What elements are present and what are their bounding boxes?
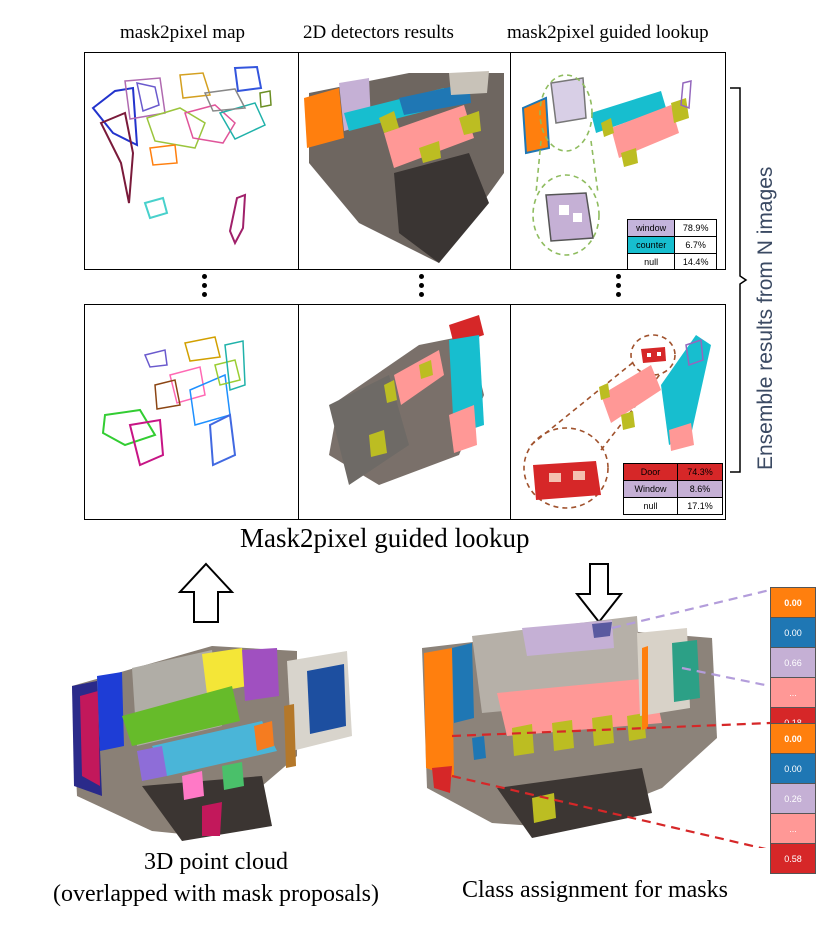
point-cloud-masks xyxy=(72,646,352,841)
table-row: counter 6.7% xyxy=(626,236,717,254)
class-label: Window xyxy=(623,480,678,498)
column-title-lookup: mask2pixel guided lookup xyxy=(507,22,709,43)
class-probability: 17.1% xyxy=(676,497,724,515)
class-label: null xyxy=(626,253,676,269)
score-cell: 0.00 xyxy=(770,723,816,754)
class-label: counter xyxy=(626,236,676,254)
class-probability: 8.6% xyxy=(676,480,724,498)
score-cell: 0.00 xyxy=(770,617,816,648)
mask-map-panel-top xyxy=(84,52,300,270)
class-probability: 74.3% xyxy=(676,463,724,481)
class-probability: 14.4% xyxy=(674,253,717,269)
score-cell: 0.00 xyxy=(770,753,816,784)
ellipsis-dots-lookup xyxy=(616,274,622,301)
caption-line-2: (overlapped with mask proposals) xyxy=(53,881,379,907)
score-cell: 0.26 xyxy=(770,783,816,814)
ellipsis-dots-detectors xyxy=(419,274,425,301)
class-label: Door xyxy=(623,463,678,481)
mask-contours-bottom xyxy=(101,336,246,467)
class-probability: 78.9% xyxy=(674,219,717,237)
table-row: window 78.9% xyxy=(626,219,717,237)
caption-line-1: 3D point cloud xyxy=(144,849,288,875)
class-label: window xyxy=(626,219,676,237)
class-probability-table-bottom: Door 74.3% Window 8.6% null 17.1% xyxy=(623,463,724,515)
class-label: null xyxy=(623,497,678,515)
score-cell: ... xyxy=(770,813,816,844)
table-row: Door 74.3% xyxy=(623,463,724,481)
class-probability: 6.7% xyxy=(674,236,717,254)
ellipsis-dots-map xyxy=(202,274,208,301)
lookup-scene-top xyxy=(521,74,692,256)
right-caption: Class assignment for masks xyxy=(462,877,728,903)
score-cell: 0.00 xyxy=(770,587,816,618)
table-row: Window 8.6% xyxy=(623,480,724,498)
table-row: null 14.4% xyxy=(626,253,717,269)
down-arrow-icon xyxy=(574,563,624,624)
detector-scene-top xyxy=(304,71,504,263)
detector-panel-bottom xyxy=(298,304,512,520)
detector-scene-bottom xyxy=(329,315,484,485)
section-title: Mask2pixel guided lookup xyxy=(240,523,530,553)
mask-map-panel-bottom xyxy=(84,304,300,520)
left-caption: 3D point cloud (overlapped with mask pro… xyxy=(36,846,396,910)
ensemble-bracket xyxy=(730,87,748,473)
score-cell: 0.58 xyxy=(770,843,816,874)
score-cell: ... xyxy=(770,677,816,708)
mask-contours-top xyxy=(91,65,272,246)
class-assignment-scene xyxy=(422,588,771,848)
detector-panel-top xyxy=(298,52,512,270)
lookup-scene-bottom xyxy=(523,334,711,509)
lookup-panel-top: window 78.9% counter 6.7% null 14.4% xyxy=(510,52,726,270)
column-title-map: mask2pixel map xyxy=(120,22,246,43)
up-arrow-icon xyxy=(177,562,235,623)
score-cell: 0.66 xyxy=(770,647,816,678)
table-row: null 17.1% xyxy=(623,497,724,515)
column-title-detectors: 2D detectors results xyxy=(303,22,454,43)
ensemble-label: Ensemble results from N images xyxy=(754,166,777,470)
class-probability-table-top: window 78.9% counter 6.7% null 14.4% xyxy=(626,219,717,269)
lookup-panel-bottom: Door 74.3% Window 8.6% null 17.1% xyxy=(510,304,726,520)
